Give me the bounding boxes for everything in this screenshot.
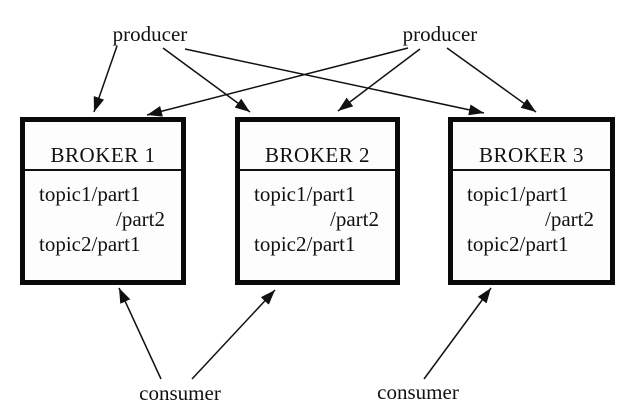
consumer-right-label: consumer bbox=[377, 380, 459, 404]
broker-2-topic-list: topic1/part1 /part2 topic2/part1 bbox=[240, 182, 395, 257]
arrow-producer-left-to-broker-1 bbox=[93, 45, 118, 113]
broker-1-title: BROKER 1 bbox=[25, 144, 181, 171]
broker-1-topic-partition: topic1/part1 bbox=[39, 182, 141, 206]
consumer-left-label: consumer bbox=[139, 381, 221, 405]
broker-2-title: BROKER 2 bbox=[240, 144, 395, 171]
broker-3-topic-partition: topic2/part1 bbox=[467, 232, 569, 256]
broker-2-box: BROKER 2 topic1/part1 /part2 topic2/part… bbox=[235, 117, 400, 285]
broker-2-topic-partition: topic1/part1 bbox=[254, 182, 356, 206]
broker-3-title: BROKER 3 bbox=[453, 144, 610, 171]
arrow-producer-right-to-broker-3 bbox=[446, 47, 537, 113]
broker-3-topic-list: topic1/part1 /part2 topic2/part1 bbox=[453, 182, 610, 257]
arrow-consumer-right-to-broker-3 bbox=[423, 287, 492, 380]
arrow-producer-left-to-broker-2 bbox=[162, 47, 251, 113]
arrow-producer-left-to-broker-3 bbox=[184, 48, 485, 116]
arrow-producer-right-to-broker-2 bbox=[337, 48, 421, 112]
broker-2-topic-partition: topic2/part1 bbox=[254, 232, 356, 256]
producer-right-label: producer bbox=[402, 22, 478, 46]
producer-left-label: producer bbox=[112, 22, 188, 46]
broker-1-topic-partition: topic2/part1 bbox=[39, 232, 141, 256]
broker-1-box: BROKER 1 topic1/part1 /part2 topic2/part… bbox=[20, 117, 186, 285]
broker-3-box: BROKER 3 topic1/part1 /part2 topic2/part… bbox=[448, 117, 615, 285]
arrow-consumer-left-to-broker-2 bbox=[191, 289, 276, 380]
broker-2-topic-partition: /part2 bbox=[330, 207, 379, 231]
arrow-producer-right-to-broker-1 bbox=[146, 47, 409, 117]
broker-1-topic-partition: /part2 bbox=[116, 207, 165, 231]
broker-3-topic-partition: /part2 bbox=[545, 207, 594, 231]
broker-3-topic-partition: topic1/part1 bbox=[467, 182, 569, 206]
broker-1-topic-list: topic1/part1 /part2 topic2/part1 bbox=[25, 182, 181, 257]
arrow-consumer-left-to-broker-1 bbox=[118, 287, 162, 380]
